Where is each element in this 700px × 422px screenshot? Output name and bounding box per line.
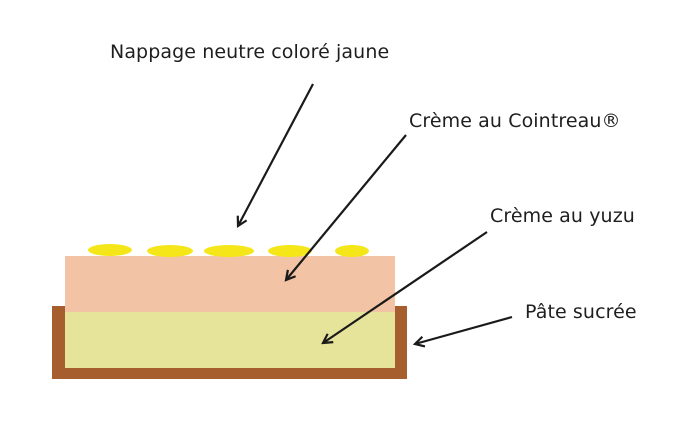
glaze-drop xyxy=(268,245,312,257)
glaze-drop xyxy=(88,244,132,256)
glaze-drop xyxy=(204,245,254,257)
pastry-arrow xyxy=(415,315,513,344)
cointreau-cream-layer xyxy=(65,256,395,312)
yuzu-arrow xyxy=(323,231,488,343)
cointreau-arrow xyxy=(286,134,407,280)
yuzu-cream-layer xyxy=(65,311,395,368)
glaze-arrow xyxy=(238,83,314,226)
glaze-drops xyxy=(88,244,369,257)
glaze-label: Nappage neutre coloré jaune xyxy=(110,41,390,63)
glaze-drop xyxy=(147,245,193,257)
glaze-drop xyxy=(335,245,369,257)
cointreau-cream-label: Crème au Cointreau® xyxy=(409,110,621,132)
yuzu-cream-label: Crème au yuzu xyxy=(490,205,635,227)
pastry-label: Pâte sucrée xyxy=(525,301,637,323)
